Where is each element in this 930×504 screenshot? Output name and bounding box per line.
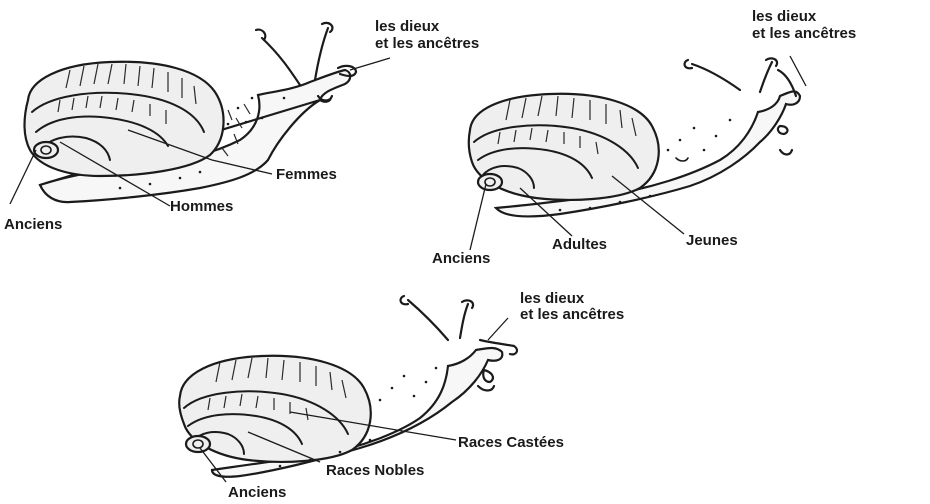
snail-gender-core-label: Anciens <box>4 216 62 233</box>
snail-gender-head-label-1: les dieux <box>375 18 439 35</box>
snail-caste-core-label: Anciens <box>228 484 286 501</box>
snail-age-outer-label: Jeunes <box>686 232 738 249</box>
snail-age-middle-label: Adultes <box>552 236 607 253</box>
snail-age-core-label: Anciens <box>432 250 490 267</box>
snail-caste-outer-label: Races Castées <box>458 434 564 451</box>
snail-caste-head-label-2: et les ancêtres <box>520 306 624 323</box>
snail-age <box>469 56 806 250</box>
snail-gender-middle-label: Hommes <box>170 198 233 215</box>
snail-gender-outer-label: Femmes <box>276 166 337 183</box>
snail-age-head-label-2: et les ancêtres <box>752 25 856 42</box>
snail-caste-middle-label: Races Nobles <box>326 462 424 479</box>
snail-age-head-label-1: les dieux <box>752 8 816 25</box>
snail-caste <box>179 296 517 482</box>
snail-caste-head-label-1: les dieux <box>520 290 584 307</box>
snail-gender-head-label-2: et les ancêtres <box>375 35 479 52</box>
